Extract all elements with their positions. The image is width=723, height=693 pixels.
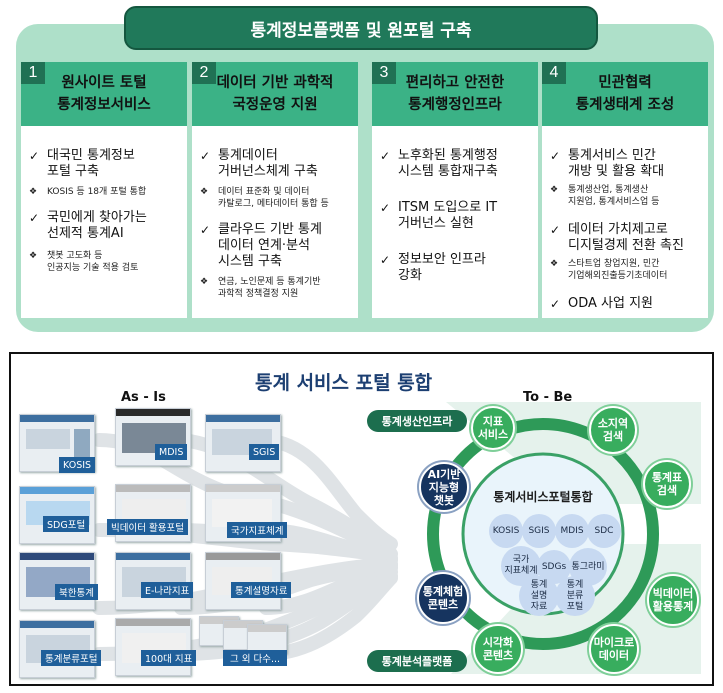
check-icon: ✓ [380, 149, 391, 163]
portal-label-description[interactable]: 통계설명자료 [231, 582, 292, 598]
diamond-bullet-icon: ❖ [550, 259, 559, 269]
column-3-title-line2: 통계행정인프라 [408, 97, 502, 113]
node-bigdata-stats[interactable]: 빅데이터 활용통계 [647, 574, 699, 626]
bottom-panel: 통계 서비스 포털 통합 As - Is To - Be KOSIS MDIS … [9, 352, 714, 686]
column-1-title-line1: 원사이트 토털 [61, 75, 147, 91]
diamond-bullet-icon: ❖ [200, 277, 209, 287]
portal-thumbnail [115, 618, 191, 676]
column-2-title-line2: 국정운영 지원 [232, 97, 318, 113]
portal-thumbnail [19, 620, 95, 678]
check-icon: ✓ [200, 149, 211, 163]
portal-thumbnail [115, 552, 191, 610]
column-3-title-line1: 편리하고 안전한 [405, 75, 505, 91]
column-4-number: 4 [542, 62, 566, 84]
node-experience-content[interactable]: 통계체험 콘텐츠 [417, 572, 469, 624]
sub-item: ❖KOSIS 등 18개 포털 통합 [29, 187, 147, 197]
portal-label-mdis[interactable]: MDIS [155, 444, 188, 460]
diamond-bullet-icon: ❖ [29, 251, 38, 261]
tag-analysis-platform: 통계분석플랫폼 [367, 650, 467, 672]
column-1-number: 1 [21, 62, 45, 84]
portal-thumbnail-stack [247, 624, 287, 654]
portal-label-e-nara[interactable]: E-나라지표 [141, 582, 194, 598]
column-1-header: 원사이트 토털 통계정보서비스 [21, 62, 187, 126]
top-title: 통계정보플랫폼 및 원포털 구축 [124, 6, 598, 50]
node-indicator-service[interactable]: 지표 서비스 [471, 406, 515, 450]
column-2-title-line1: 데이터 기반 과학적 [216, 75, 334, 91]
inner-classification[interactable]: 통계 분류 포털 [555, 576, 595, 616]
portal-label-sdg[interactable]: SDG포털 [43, 516, 90, 532]
column-1-title-line2: 통계정보서비스 [57, 97, 151, 113]
node-visualization[interactable]: 시각화 콘텐츠 [473, 624, 523, 674]
item: ✓ODA 사업 지원 [550, 296, 654, 311]
inner-sdc[interactable]: SDC [587, 514, 621, 548]
node-table-search[interactable]: 통계표 검색 [643, 460, 691, 508]
diamond-bullet-icon: ❖ [200, 187, 209, 197]
inner-kosis[interactable]: KOSIS [489, 514, 523, 548]
tag-production-infra: 통계생산인프라 [367, 410, 467, 432]
check-icon: ✓ [200, 223, 211, 237]
diamond-bullet-icon: ❖ [29, 187, 38, 197]
portal-label-sgis[interactable]: SGIS [249, 444, 280, 460]
column-2-header: 데이터 기반 과학적 국정운영 지원 [192, 62, 358, 126]
center-title: 통계서비스포털통합 [493, 490, 593, 504]
inner-mdis[interactable]: MDIS [555, 514, 589, 548]
portal-label-bigdata[interactable]: 빅데이터 활용포털 [107, 519, 188, 535]
check-icon: ✓ [550, 223, 561, 237]
check-icon: ✓ [550, 149, 561, 163]
column-2-number: 2 [192, 62, 216, 84]
check-icon: ✓ [380, 201, 391, 215]
column-3-number: 3 [372, 62, 396, 84]
node-microdata[interactable]: 마이크로 데이터 [589, 624, 639, 674]
node-small-area-search[interactable]: 소지역 검색 [589, 406, 637, 454]
check-icon: ✓ [29, 149, 40, 163]
column-4-title-line2: 통계생태계 조성 [575, 97, 675, 113]
portal-label-north-korea[interactable]: 북한통계 [55, 584, 98, 600]
portal-label-top100[interactable]: 100대 지표 [141, 650, 197, 666]
check-icon: ✓ [550, 297, 561, 311]
column-3-header: 편리하고 안전한 통계행정인프라 [372, 62, 538, 126]
portal-thumbnail [19, 486, 95, 544]
portal-label-kosis[interactable]: KOSIS [59, 457, 96, 473]
column-4-title-line1: 민관협력 [598, 75, 652, 91]
check-icon: ✓ [380, 253, 391, 267]
portal-label-national-indicators[interactable]: 국가지표체계 [227, 522, 288, 538]
column-4-header: 민관협력 통계생태계 조성 [542, 62, 708, 126]
portal-thumbnail [19, 552, 95, 610]
inner-description[interactable]: 통계 설명 자료 [519, 576, 559, 616]
to-be-label: To - Be [523, 390, 573, 405]
node-ai-chatbot[interactable]: AI기반 지능형 챗봇 [419, 462, 469, 512]
bottom-title: 통계 서비스 포털 통합 [255, 372, 433, 394]
portal-thumbnail [205, 552, 281, 610]
portal-label-classification[interactable]: 통계분류포털 [41, 650, 102, 666]
portal-thumbnail [205, 414, 281, 472]
check-icon: ✓ [29, 211, 40, 225]
portal-label-more[interactable]: 그 외 다수... [223, 650, 287, 666]
diamond-bullet-icon: ❖ [550, 185, 559, 195]
inner-sgis[interactable]: SGIS [522, 514, 556, 548]
as-is-label: As - Is [121, 390, 166, 405]
